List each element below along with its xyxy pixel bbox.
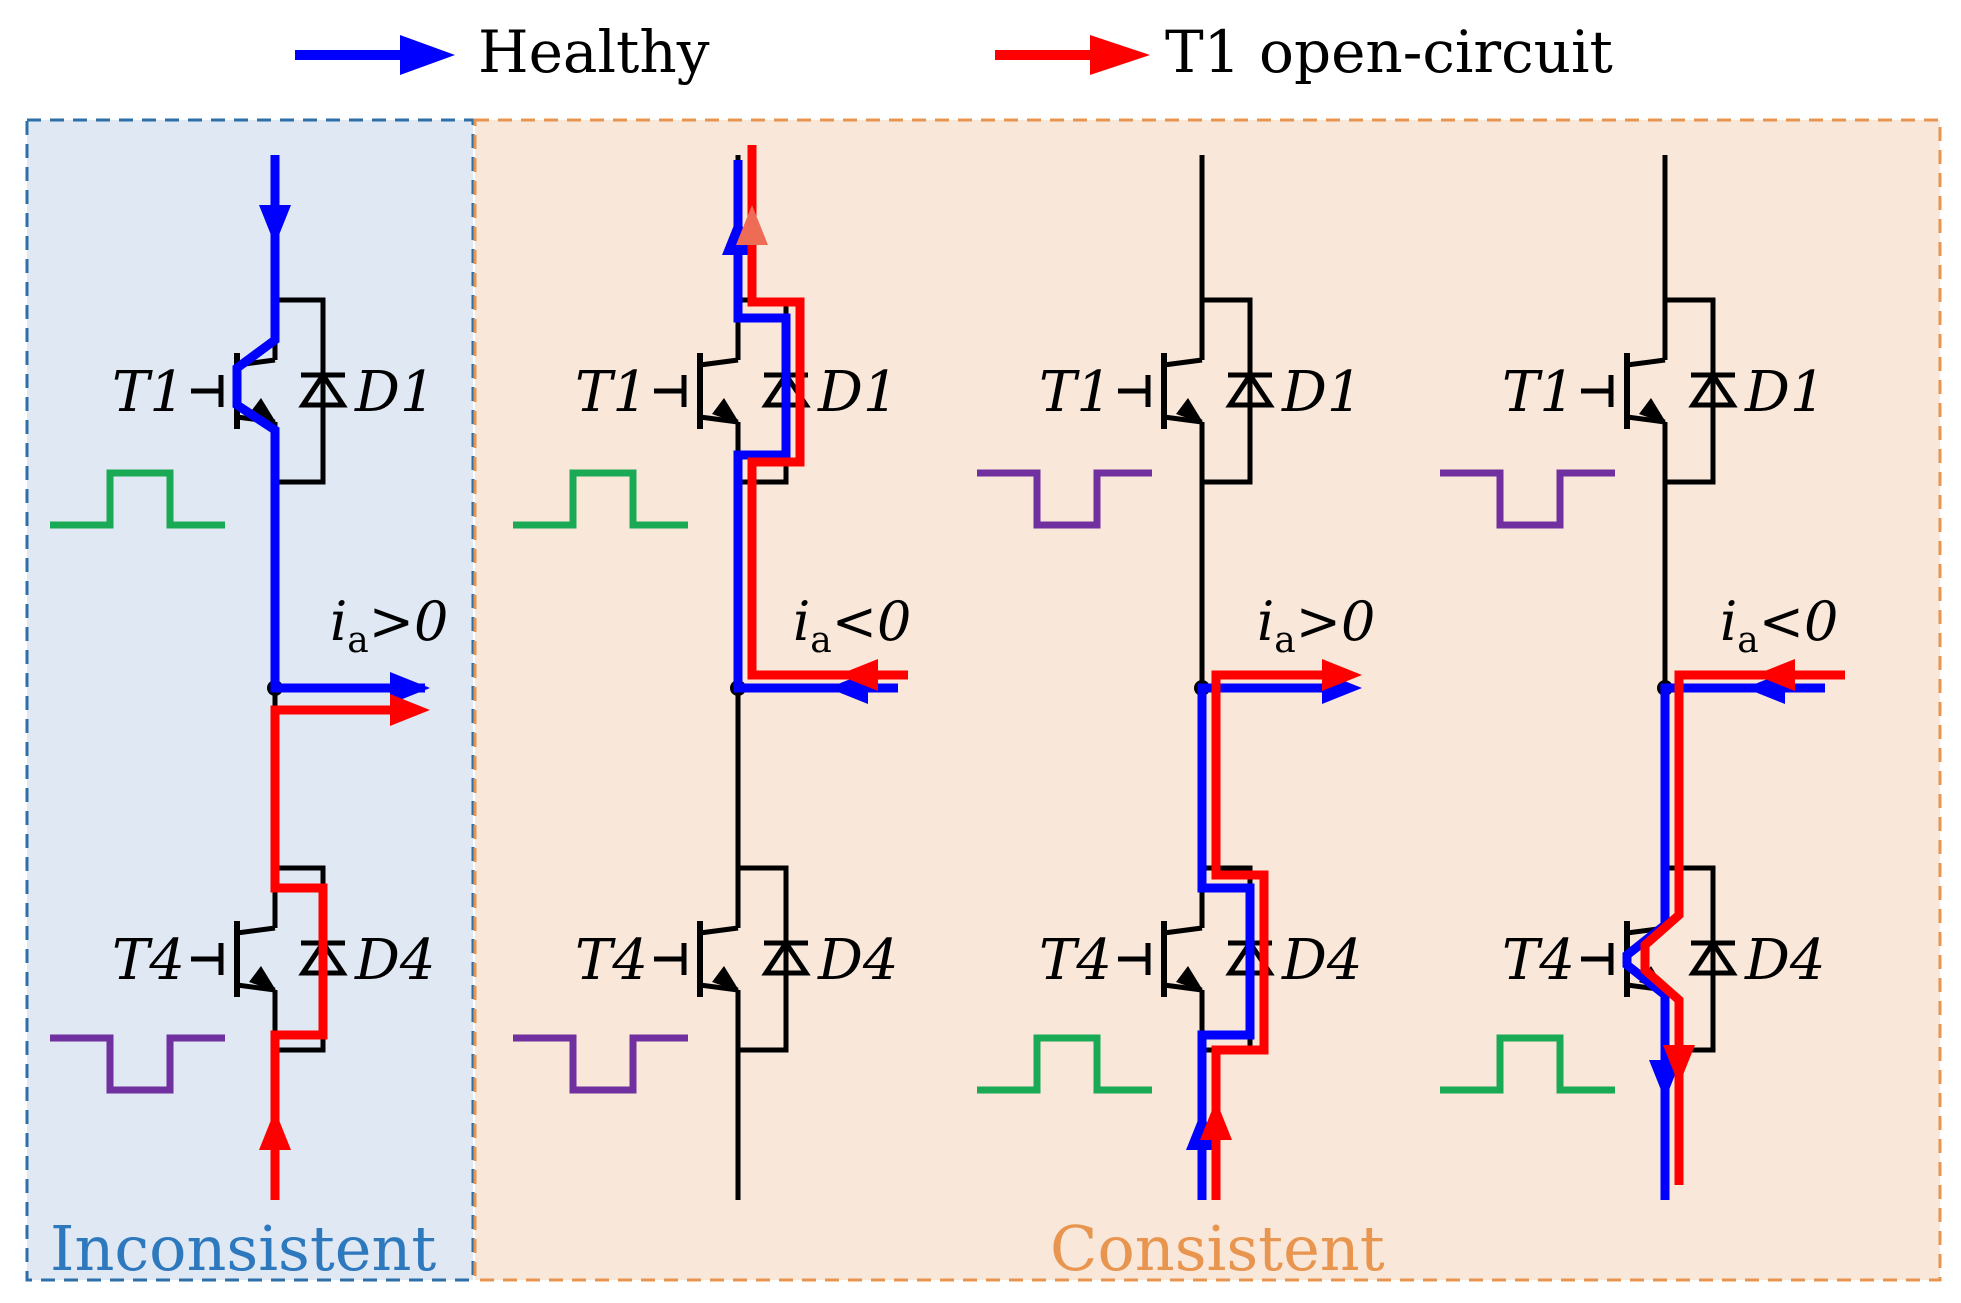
t1-diode-label: D1 [1744,360,1826,425]
fault-path [1211,670,1322,1200]
t1-diode-triangle [298,370,348,408]
healthy-arrow-right [390,672,430,704]
current-subscript: a [1737,620,1758,661]
current-condition: >0 [1296,590,1376,653]
healthy-path [232,155,425,693]
t4-emitter-arrow [1176,966,1204,992]
consistent-label: Consistent [1050,1212,1385,1285]
current-label: ia<0 [1720,590,1838,661]
fault-arrow-left [1755,659,1795,691]
healthy-path [1622,683,1825,1200]
t4-switch-label: T4 [1039,928,1112,993]
current-condition: <0 [1759,590,1839,653]
fault-arrow-up [1200,1100,1232,1140]
fault-arrow-right [1322,659,1362,691]
t1-emitter-arrow [712,398,740,424]
t1-diode-label: D1 [1281,360,1363,425]
current-subscript: a [810,620,831,661]
healthy-path [1197,683,1322,1200]
t4-collector [1163,925,1203,936]
t4-diode-label: D4 [817,928,899,993]
healthy-arrowhead-icon [400,35,455,75]
t1-emitter [1626,414,1666,425]
t1-diode-label: D1 [817,360,899,425]
t1-diode-loop [275,297,326,485]
t1-gate-pulse [977,469,1152,529]
t4-emitter-arrow [249,966,277,992]
t1-emitter-arrow [249,398,277,424]
t1-diode-label: D1 [354,360,436,425]
t1-emitter-arrow [1639,398,1667,424]
t1-gate-pulse [50,469,225,529]
t4-gate-pulse [1440,1034,1615,1094]
t4-switch-label: T4 [112,928,185,993]
t1-collector [1626,357,1666,368]
current-subscript: a [1274,620,1295,661]
current-condition: <0 [832,590,912,653]
t4-diode-label: D4 [1744,928,1826,993]
legend-healthy-label: Healthy [478,18,710,86]
t4-diode-label: D4 [1281,928,1363,993]
t1-diode-loop [1665,297,1716,485]
legend: Healthy T1 open-circuit [295,18,1613,86]
t4-diode-label: D4 [354,928,436,993]
t4-diode-loop [738,865,789,1053]
t1-switch-label: T1 [1502,360,1575,425]
t4-switch-label: T4 [575,928,648,993]
fault-arrow-left [838,659,878,691]
t1-collector [699,357,739,368]
fault-arrow-up [736,205,768,245]
fault-path [747,145,908,680]
inconsistent-region [25,118,475,1282]
legend-healthy: Healthy [295,18,710,86]
inconsistent-label: Inconsistent [50,1212,436,1285]
healthy-path [733,160,898,693]
t1-switch-label: T1 [575,360,648,425]
healthy-arrow-down [259,205,291,245]
t1-emitter-arrow [1176,398,1204,424]
t1-collector [1163,357,1203,368]
fault-arrow-up [259,1110,291,1150]
t1-emitter [699,414,739,425]
t4-gate-pulse [513,1034,688,1094]
t4-switch-label: T4 [1502,928,1575,993]
t1-diode-loop [1202,297,1253,485]
t4-diode-triangle [761,938,811,976]
t4-emitter [699,982,739,993]
current-label: ia<0 [793,590,911,661]
t4-collector [236,925,276,936]
t4-gate-pulse [977,1034,1152,1094]
legend-fault: T1 open-circuit [995,18,1613,86]
t4-emitter [236,982,276,993]
fault-path [1640,670,1845,1185]
fault-arrowhead-icon [1090,35,1150,75]
t1-diode-triangle [1688,370,1738,408]
current-subscript: a [347,620,368,661]
t1-emitter [1163,414,1203,425]
t4-gate-pulse [50,1034,225,1094]
t1-gate-pulse [1440,469,1615,529]
t1-diode-triangle [1225,370,1275,408]
fault-path [270,705,395,1200]
fault-arrow-right [390,694,430,726]
t4-diode-triangle [1688,938,1738,976]
t4-collector [699,925,739,936]
t1-switch-label: T1 [112,360,185,425]
t4-emitter-arrow [712,966,740,992]
current-condition: >0 [369,590,449,653]
consistent-region [473,118,1942,1282]
t1-gate-pulse [513,469,688,529]
fault-arrow-down [1663,1045,1695,1085]
t4-emitter [1163,982,1203,993]
t1-switch-label: T1 [1039,360,1112,425]
legend-fault-label: T1 open-circuit [1165,18,1613,86]
